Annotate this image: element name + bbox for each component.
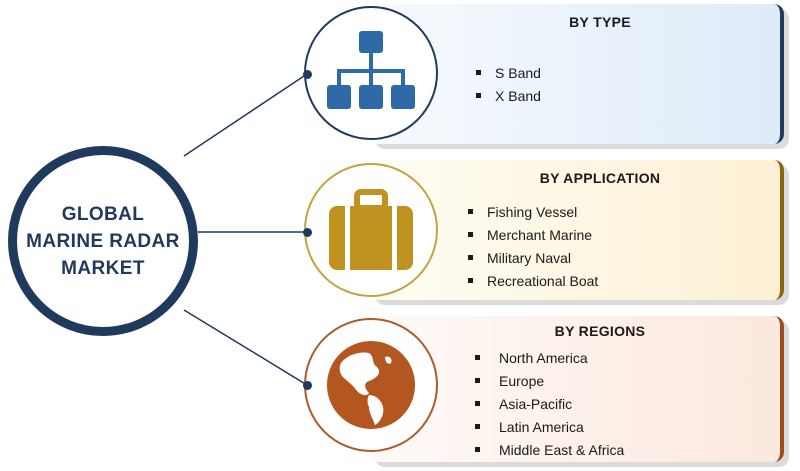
hierarchy-icon — [327, 31, 415, 109]
globe-icon — [327, 341, 415, 429]
connector-dot — [303, 228, 312, 237]
list-item: Merchant Marine — [468, 224, 598, 247]
segment-item-list: S Band X Band — [476, 62, 541, 108]
hub-title: GLOBAL MARINE RADAR MARKET — [26, 203, 180, 279]
briefcase-icon — [329, 189, 413, 270]
segment-badge-type — [304, 6, 438, 140]
list-item: Middle East & Africa — [475, 439, 624, 462]
segment-card-type: BY TYPE S Band X Band — [370, 4, 784, 144]
list-item: S Band — [476, 62, 541, 85]
connector-dot — [303, 70, 312, 79]
list-item: Military Naval — [468, 247, 598, 270]
list-item: Latin America — [475, 416, 624, 439]
segment-item-list: North America Europe Asia-Pacific Latin … — [475, 347, 624, 462]
list-item: North America — [475, 347, 624, 370]
list-item: Europe — [475, 370, 624, 393]
list-item: Asia-Pacific — [475, 393, 624, 416]
segment-item-list: Fishing Vessel Merchant Marine Military … — [468, 201, 598, 293]
segment-card-regions: BY REGIONS North America Europe Asia-Pac… — [370, 316, 784, 462]
segment-badge-regions — [304, 318, 438, 452]
list-item: Fishing Vessel — [468, 201, 598, 224]
list-item: X Band — [476, 85, 541, 108]
segment-title: BY REGIONS — [554, 323, 646, 339]
segment-badge-application — [304, 163, 438, 297]
connector-dot — [303, 381, 312, 390]
segment-title: BY APPLICATION — [539, 170, 661, 186]
hub-circle: GLOBAL MARINE RADAR MARKET — [8, 146, 198, 336]
segment-title: BY TYPE — [569, 14, 631, 30]
list-item: Recreational Boat — [468, 270, 598, 293]
segment-card-application: BY APPLICATION Fishing Vessel Merchant M… — [370, 160, 784, 300]
